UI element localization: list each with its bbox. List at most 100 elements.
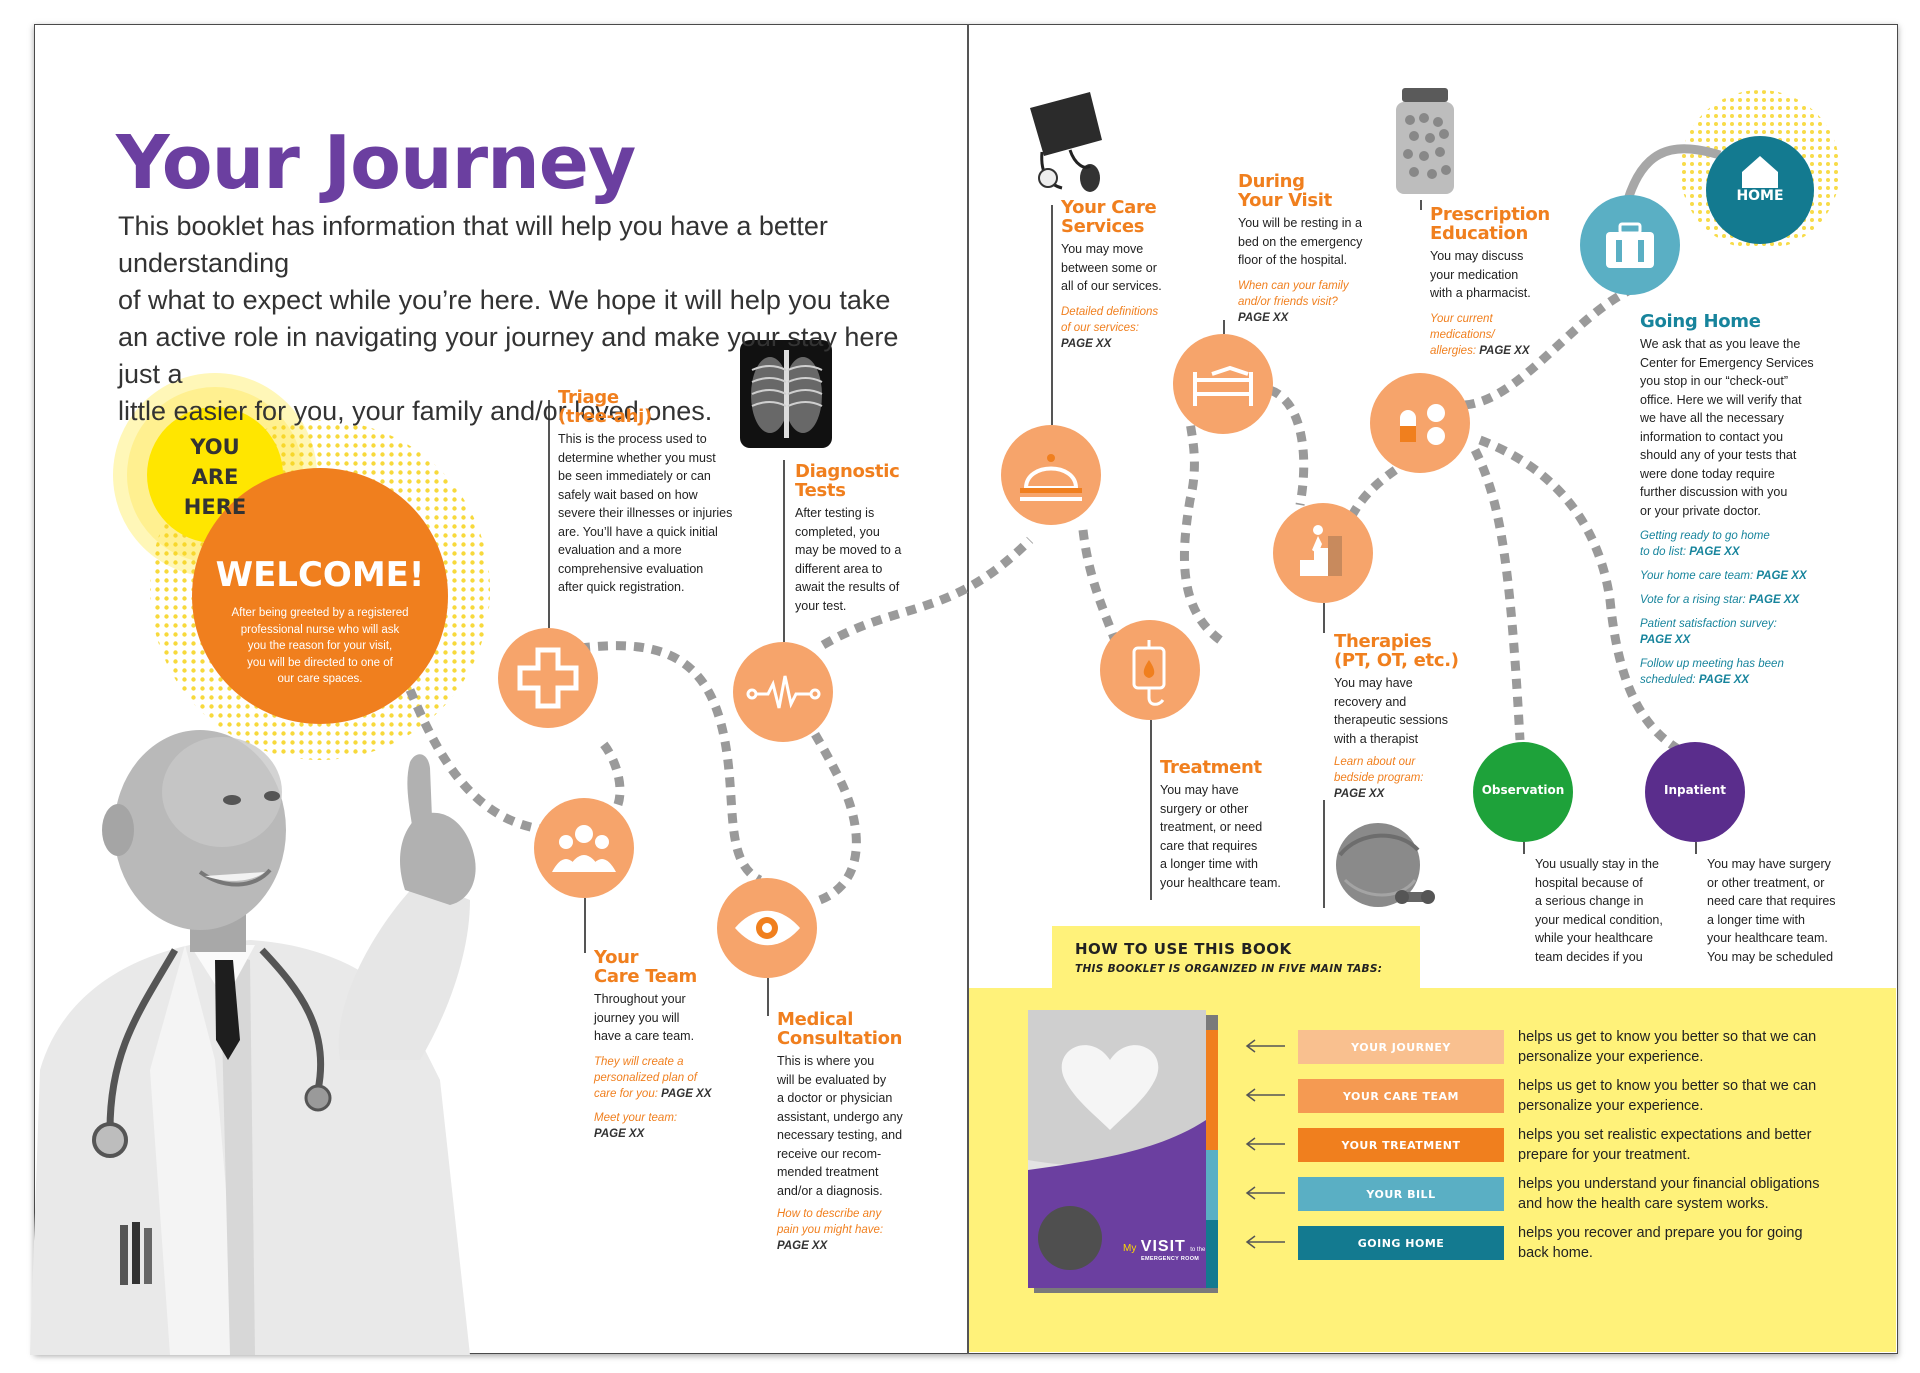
treatment-title: Treatment [1160, 758, 1320, 777]
observation-node [1473, 742, 1573, 842]
link-line: allergies: [1430, 344, 1480, 357]
link-line: Vote for a rising star: [1640, 594, 1749, 606]
link-line: Patient satisfaction survey: [1640, 618, 1777, 630]
body-line: floor of the hospital. [1238, 253, 1348, 267]
body-line: severe their illnesses or injuries [558, 506, 733, 520]
tab-going-home[interactable]: GOING HOME [1298, 1226, 1504, 1260]
body-line: office. Here we will verify that [1640, 392, 1802, 407]
body-line: We ask that as you leave the [1640, 337, 1801, 351]
tab-your-bill[interactable]: YOUR BILL [1298, 1177, 1504, 1211]
pill-bottle-image [1396, 88, 1454, 194]
title-line: Your [594, 947, 639, 968]
body-line: This is where you [777, 1054, 875, 1068]
tab-your-journey[interactable]: YOUR JOURNEY [1298, 1030, 1504, 1064]
people-icon [552, 825, 616, 872]
page-ref: PAGE XX [1334, 788, 1385, 800]
tab-your-care-team-desc: helps us get to know you better so that … [1518, 1076, 1848, 1116]
link-line: When can your family [1238, 279, 1349, 292]
desc-line: personalize your experience. [1518, 1098, 1704, 1114]
body-line: You will be resting in a [1238, 216, 1362, 230]
body-line: were done today require [1640, 466, 1775, 481]
welcome-title: WELCOME! [215, 555, 425, 595]
body-line: all of our services. [1061, 279, 1162, 293]
book-cover-to-the: to the [1190, 1247, 1206, 1253]
care-team-meet-link[interactable]: Meet your team:PAGE XX [594, 1110, 744, 1142]
body-line: different area to [795, 561, 883, 576]
body-line: care that requires [1160, 838, 1258, 853]
body-line: necessary testing, and [777, 1128, 903, 1142]
desc-line: prepare for your treatment. [1518, 1147, 1691, 1163]
title-line: During [1238, 171, 1305, 192]
desc-line: helps you set realistic expectations and… [1518, 1127, 1812, 1143]
body-line: be seen immediately or can [558, 469, 711, 483]
triage-node [498, 628, 598, 728]
page-ref: PAGE XX [1640, 634, 1691, 646]
title-line: Your Care [1061, 197, 1157, 218]
body-line: while your healthcare [1535, 931, 1654, 945]
body-line: You may move [1061, 242, 1144, 256]
link-line: pain you might have: [777, 1224, 884, 1236]
home-node [1706, 136, 1814, 244]
going-home-survey-link[interactable]: Patient satisfaction survey: PAGE XX [1640, 616, 1860, 648]
link-line: Detailed definitions [1061, 305, 1159, 318]
title-line: Treatment [1160, 757, 1262, 778]
welcome-line: professional nurse who will ask [240, 623, 400, 636]
body-line: bed on the emergency [1238, 234, 1363, 249]
body-line: assistant, undergo any [777, 1109, 903, 1124]
page-ref: PAGE XX [1479, 344, 1530, 357]
bed-icon [1193, 365, 1253, 406]
body-line: a longer time with [1160, 857, 1258, 871]
tab-your-care-team[interactable]: YOUR CARE TEAM [1298, 1079, 1504, 1113]
body-line: information to contact you [1640, 429, 1784, 444]
pills-icon [1400, 404, 1445, 445]
intro-paragraph: This booklet has information that will h… [118, 208, 938, 430]
body-line: and/or a diagnosis. [777, 1183, 883, 1198]
body-line: You may have [1334, 676, 1413, 690]
blood-pressure-image [1030, 92, 1102, 192]
service-bell-icon [1020, 454, 1082, 501]
title-line: Education [1430, 223, 1529, 244]
link-line: How to describe any [777, 1208, 882, 1220]
title-line: Diagnostic [795, 461, 900, 482]
link-line: of our services: [1061, 321, 1139, 334]
body-line: need care that requires [1707, 894, 1836, 908]
page-ref: PAGE XX [1748, 594, 1800, 606]
link-line: Follow up meeting has been [1640, 658, 1784, 670]
body-line: evaluation and a more [558, 543, 682, 557]
stairs-icon [1300, 525, 1342, 576]
triage-block: Triage(tree-ahj) This is the process use… [558, 388, 758, 597]
during-visit-body: You will be resting in a bed on the emerg… [1238, 214, 1398, 270]
heartbeat-icon [746, 675, 821, 709]
book-cover-my: My [1123, 1243, 1137, 1254]
inpatient-label: Inpatient [1664, 783, 1726, 797]
going-home-care-team-link[interactable]: Your home care team: PAGE XX [1640, 568, 1860, 584]
title-line: Medical [777, 1009, 854, 1030]
doctor-image [30, 730, 476, 1355]
going-home-rising-star-link[interactable]: Vote for a rising star: PAGE XX [1640, 592, 1860, 608]
desc-line: helps you understand your financial obli… [1518, 1176, 1820, 1192]
eye-icon [735, 910, 800, 946]
tab-going-home-desc: helps you recover and prepare you for go… [1518, 1223, 1848, 1263]
title-line: Tests [795, 480, 846, 501]
triage-title: Triage(tree-ahj) [558, 388, 758, 426]
welcome-line: After being greeted by a registered [231, 607, 409, 619]
tab-your-treatment[interactable]: YOUR TREATMENT [1298, 1128, 1504, 1162]
link-line: Your home care team: [1640, 570, 1757, 582]
link-line: bedside program: [1334, 772, 1424, 784]
